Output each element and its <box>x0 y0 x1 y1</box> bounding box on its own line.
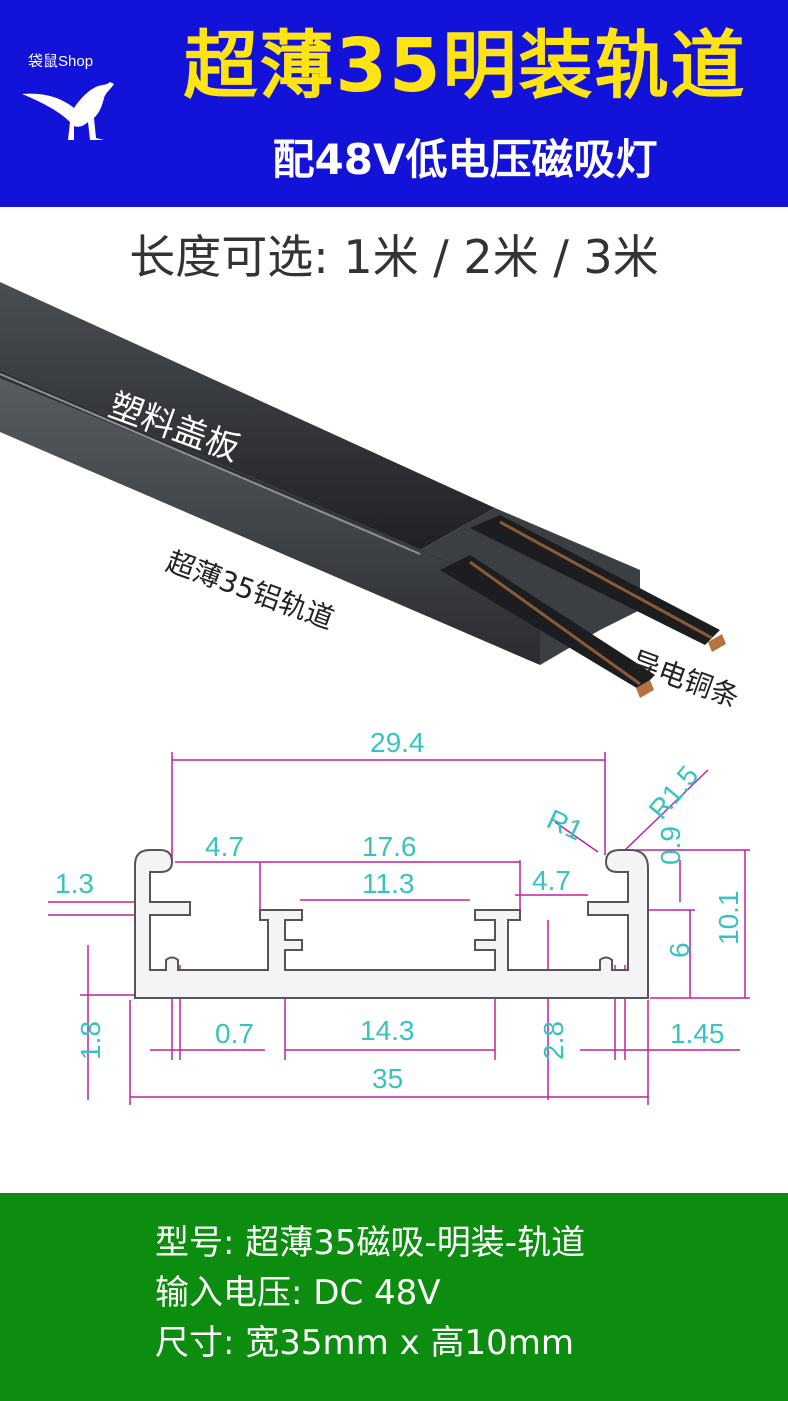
dim-4-7-left: 4.7 <box>205 831 244 862</box>
length-options: 长度可选: 1米 / 2米 / 3米 <box>129 230 659 284</box>
spec-voltage: 输入电压: DC 48V <box>155 1273 441 1313</box>
track-product-image <box>0 282 726 698</box>
header-banner: 袋鼠Shop 超薄35明装轨道 配48V低电压磁吸灯 <box>0 0 788 207</box>
dim-2-8: 2.8 <box>538 1021 569 1060</box>
dim-17-6: 17.6 <box>362 831 417 862</box>
page-subtitle: 配48V低电压磁吸灯 <box>272 135 658 184</box>
dim-14-3: 14.3 <box>360 1015 415 1046</box>
spec-size: 尺寸: 宽35mm x 高10mm <box>155 1323 575 1363</box>
dim-29-4: 29.4 <box>370 727 425 758</box>
kangaroo-logo-icon <box>22 82 114 140</box>
page-title: 超薄35明装轨道 <box>183 23 747 109</box>
dim-10-1: 10.1 <box>713 891 744 946</box>
dim-4-7-right: 4.7 <box>532 865 571 896</box>
dim-6: 6 <box>664 942 695 958</box>
dim-1-3: 1.3 <box>55 868 94 899</box>
dim-1-45: 1.45 <box>670 1018 725 1049</box>
spec-model: 型号: 超薄35磁吸-明装-轨道 <box>155 1223 586 1263</box>
dim-35: 35 <box>372 1063 403 1094</box>
dim-0-7: 0.7 <box>215 1018 254 1049</box>
profile-dimension-drawing: 29.4 R1 R1.5 4.7 17.6 0.9 1.3 11.3 4.7 1… <box>48 727 750 1105</box>
shop-name: 袋鼠Shop <box>28 53 94 70</box>
dim-1-8: 1.8 <box>75 1021 106 1060</box>
dim-11-3: 11.3 <box>362 868 414 899</box>
dim-r1-5: R1.5 <box>643 760 705 825</box>
dim-0-9: 0.9 <box>655 826 686 865</box>
spec-footer <box>0 1193 788 1401</box>
